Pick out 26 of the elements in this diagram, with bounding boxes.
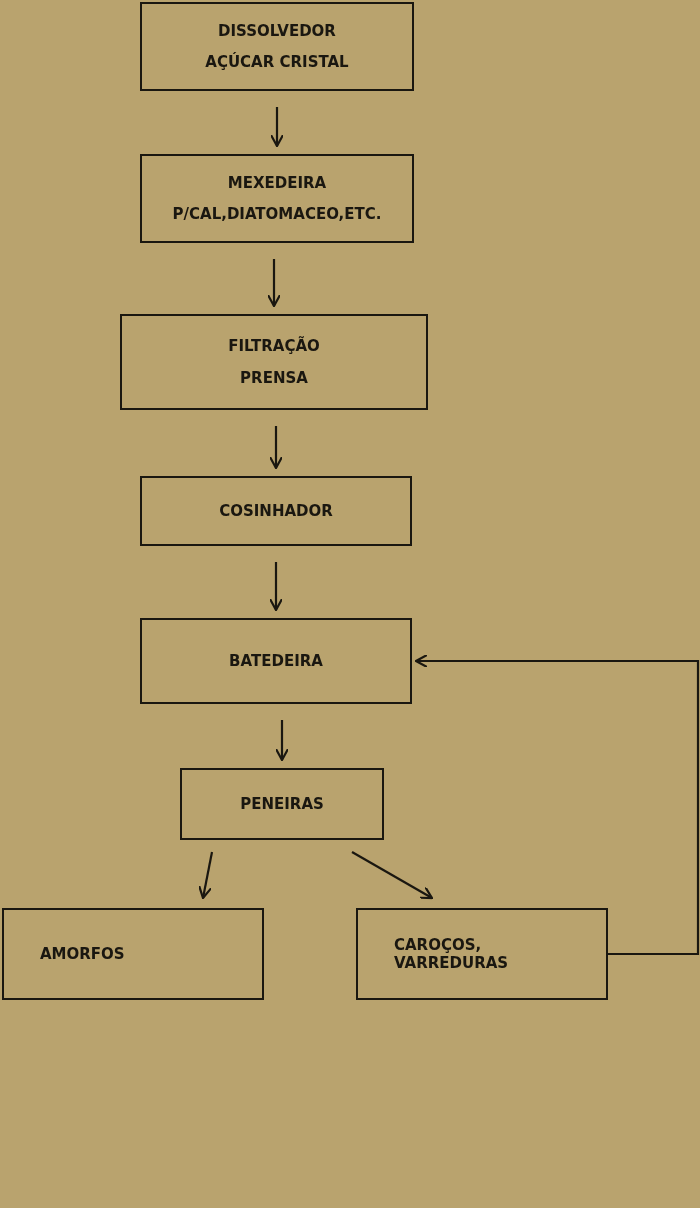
process-box (140, 2, 414, 91)
arrow (266, 259, 282, 308)
process-box (120, 314, 428, 410)
process-box (356, 908, 608, 1000)
process-box (140, 476, 412, 546)
arrow (351, 851, 434, 900)
arrow (414, 653, 700, 956)
arrow (269, 107, 285, 148)
process-box (140, 154, 414, 243)
arrow (268, 562, 284, 612)
box-subtext: P/CAL,DIATOMACEO,ETC. (172, 204, 382, 223)
arrow (268, 426, 284, 470)
arrow (198, 851, 214, 900)
box-heading: COSINHADOR (219, 502, 333, 520)
box-subtext: PRENSA (240, 369, 308, 388)
process-box (180, 768, 384, 840)
box-heading: PENEIRAS (240, 795, 324, 813)
box-heading: DISSOLVEDOR (218, 22, 336, 41)
process-box (140, 618, 412, 704)
arrow (274, 720, 290, 762)
box-heading: AMORFOS (40, 945, 125, 963)
process-box (2, 908, 264, 1000)
box-heading: MEXEDEIRA (227, 174, 327, 193)
box-heading: FILTRAÇÃO (228, 336, 320, 355)
box-subtext: AÇÚCAR CRISTAL (205, 52, 349, 71)
box-heading: BATEDEIRA (229, 652, 323, 670)
